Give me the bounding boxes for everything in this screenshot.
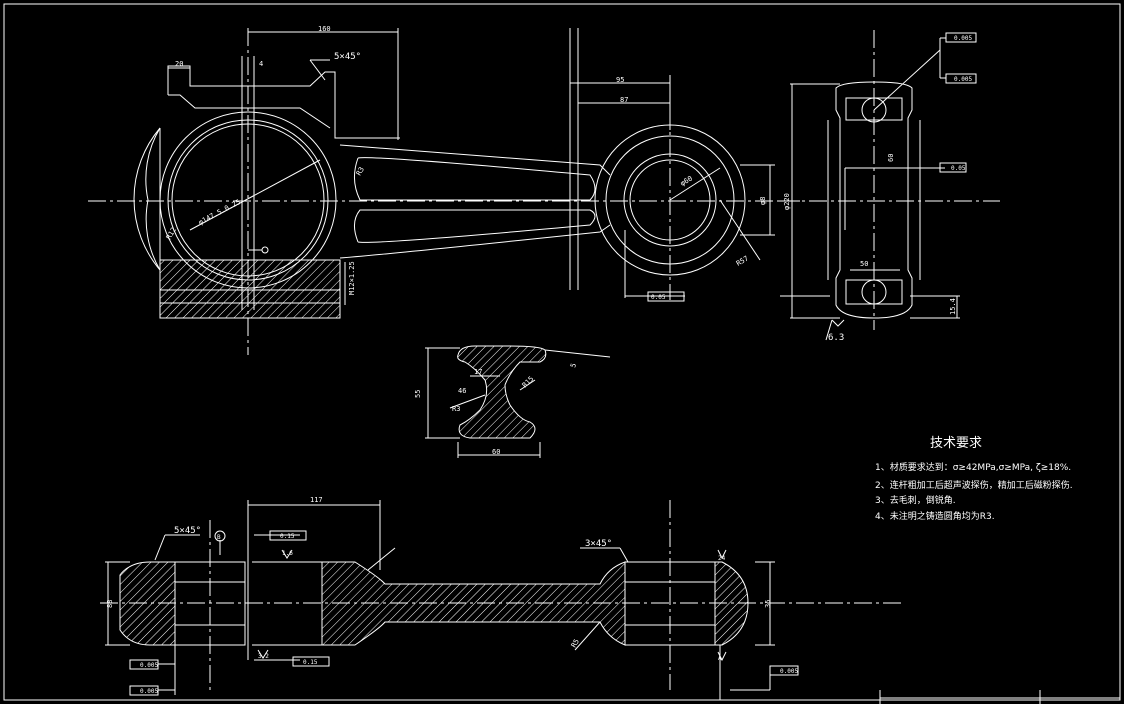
surface-b: 3.2	[258, 653, 269, 660]
rod-r-dim: R3	[355, 166, 366, 177]
title-block	[879, 690, 1120, 704]
dim-right-60: 60	[887, 154, 895, 162]
top-view	[88, 28, 800, 355]
tol-bottom-circ1: 0.005	[140, 662, 158, 669]
dim-220: φ220	[783, 193, 791, 210]
section-a: 17	[474, 368, 482, 376]
section-b: 46	[458, 387, 466, 395]
chamfer-top: 5×45°	[334, 52, 361, 62]
tol-bottom-right: 0.005	[780, 668, 798, 675]
requirement-3: 3、去毛刺，倒锐角.	[875, 494, 956, 506]
chamfer-left: 5×45°	[174, 526, 201, 536]
requirement-2: 2、连杆粗加工后超声波探伤，精加工后磁粉探伤.	[875, 479, 1073, 491]
section-h: 55	[414, 390, 422, 398]
section-r: R3	[452, 405, 460, 413]
tol-mid: 0.05	[651, 294, 666, 301]
small-r-dim: R57	[735, 254, 750, 267]
tol-right-circ: 0.005	[954, 35, 972, 42]
surface-right: 6.3	[828, 333, 844, 343]
small-side-dim: φ8	[759, 197, 767, 205]
surface-c: 24	[718, 555, 726, 562]
dim-4: 4	[259, 60, 263, 68]
requirements-title: 技术要求	[930, 436, 982, 451]
dim-bottom-left: 88	[106, 600, 114, 608]
big-bore-dim: φ147.5.0.25	[197, 198, 242, 227]
tol-bottom-circ2: 0.005	[140, 688, 158, 695]
bolt-dim: M12×1.25	[348, 261, 356, 295]
bottom-view	[100, 500, 905, 700]
datum-b: B	[217, 534, 221, 541]
dim-87: 87	[620, 96, 628, 104]
dim-right-50: 50	[860, 260, 868, 268]
tol-right-par: 0.005	[954, 76, 972, 83]
chamfer-right: 3×45°	[585, 539, 612, 549]
surface-a: 1.6	[282, 550, 293, 557]
dim-20: 20	[175, 60, 183, 68]
dim-bottom-right: 35	[764, 600, 772, 608]
dim-117: 117	[310, 496, 323, 504]
requirement-4: 4、未注明之铸造圆角均为R3.	[875, 510, 995, 522]
dim-right-15: 15.4	[949, 298, 957, 315]
requirement-1: 1、材质要求达到：σ≥42MPa,σ≥MPa, ζ≥18%.	[875, 461, 1071, 473]
dim-bottom-r: R5	[570, 638, 581, 649]
section-r2: R15	[521, 375, 536, 390]
tol-bottom-par1: 0.15	[280, 533, 295, 540]
datum-a: A	[718, 655, 722, 662]
section-w: 60	[492, 448, 500, 456]
dim-95: 95	[616, 76, 624, 84]
dim-160: 160	[318, 25, 331, 33]
section-view	[425, 345, 611, 458]
right-view	[780, 30, 1000, 341]
tol-right-flat: 0.05	[951, 165, 966, 172]
drawing-border	[3, 3, 1121, 701]
big-r-dim: R12	[165, 226, 178, 241]
section-c: 5	[569, 362, 578, 368]
tol-bottom-par2: 0.15	[303, 659, 318, 666]
